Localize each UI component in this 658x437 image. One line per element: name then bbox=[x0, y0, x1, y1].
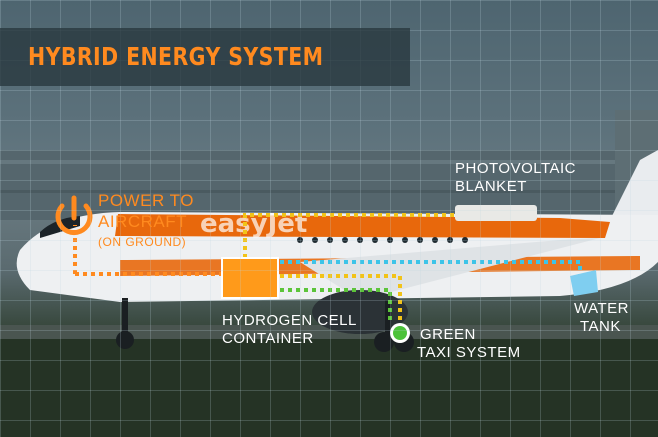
power-label-line1: POWER TO bbox=[98, 191, 194, 210]
hydrogen-label-line1: HYDROGEN CELL bbox=[222, 312, 357, 329]
green-taxi-marker-inner bbox=[393, 326, 407, 340]
link-hydrogen-to-taxi-green bbox=[280, 288, 392, 320]
hangar-building bbox=[0, 110, 658, 220]
photovoltaic-blanket-bar bbox=[455, 205, 537, 221]
hydrogen-label: HYDROGEN CELL CONTAINER bbox=[222, 312, 357, 348]
link-photovoltaic-to-hydrogen bbox=[243, 213, 455, 258]
power-label-line2: AIRCRAFT bbox=[98, 212, 187, 231]
green-taxi-label-line2: TAXI SYSTEM bbox=[417, 344, 521, 361]
grass-ground bbox=[0, 330, 658, 437]
water-tank-shape bbox=[570, 270, 598, 296]
link-hydrogen-to-water bbox=[280, 260, 582, 275]
green-taxi-label: GREEN TAXI SYSTEM bbox=[417, 326, 521, 362]
hydrogen-cell-container-box bbox=[221, 257, 279, 299]
runway-strip bbox=[0, 325, 658, 339]
power-icon bbox=[55, 195, 93, 236]
photovoltaic-label-line2: BLANKET bbox=[455, 178, 527, 195]
aircraft-engine bbox=[312, 290, 408, 334]
link-hydrogen-to-taxi-yellow bbox=[280, 274, 402, 320]
photovoltaic-label: PHOTOVOLTAIC BLANKET bbox=[455, 160, 576, 196]
page-title: HYBRID ENERGY SYSTEM bbox=[28, 42, 324, 71]
power-label: POWER TO AIRCRAFT (ON GROUND) bbox=[98, 190, 194, 253]
water-tank-label-line2: TANK bbox=[580, 318, 621, 335]
photovoltaic-label-line1: PHOTOVOLTAIC bbox=[455, 160, 577, 177]
water-tank-label-line1: WATER bbox=[574, 300, 629, 317]
water-tank-label: WATER TANK bbox=[574, 300, 629, 336]
hydrogen-label-line2: CONTAINER bbox=[222, 330, 314, 347]
title-bar bbox=[0, 28, 410, 86]
green-taxi-label-line1: GREEN bbox=[420, 326, 476, 343]
aircraft-wing bbox=[300, 238, 600, 300]
power-label-line3: (ON GROUND) bbox=[98, 235, 187, 249]
